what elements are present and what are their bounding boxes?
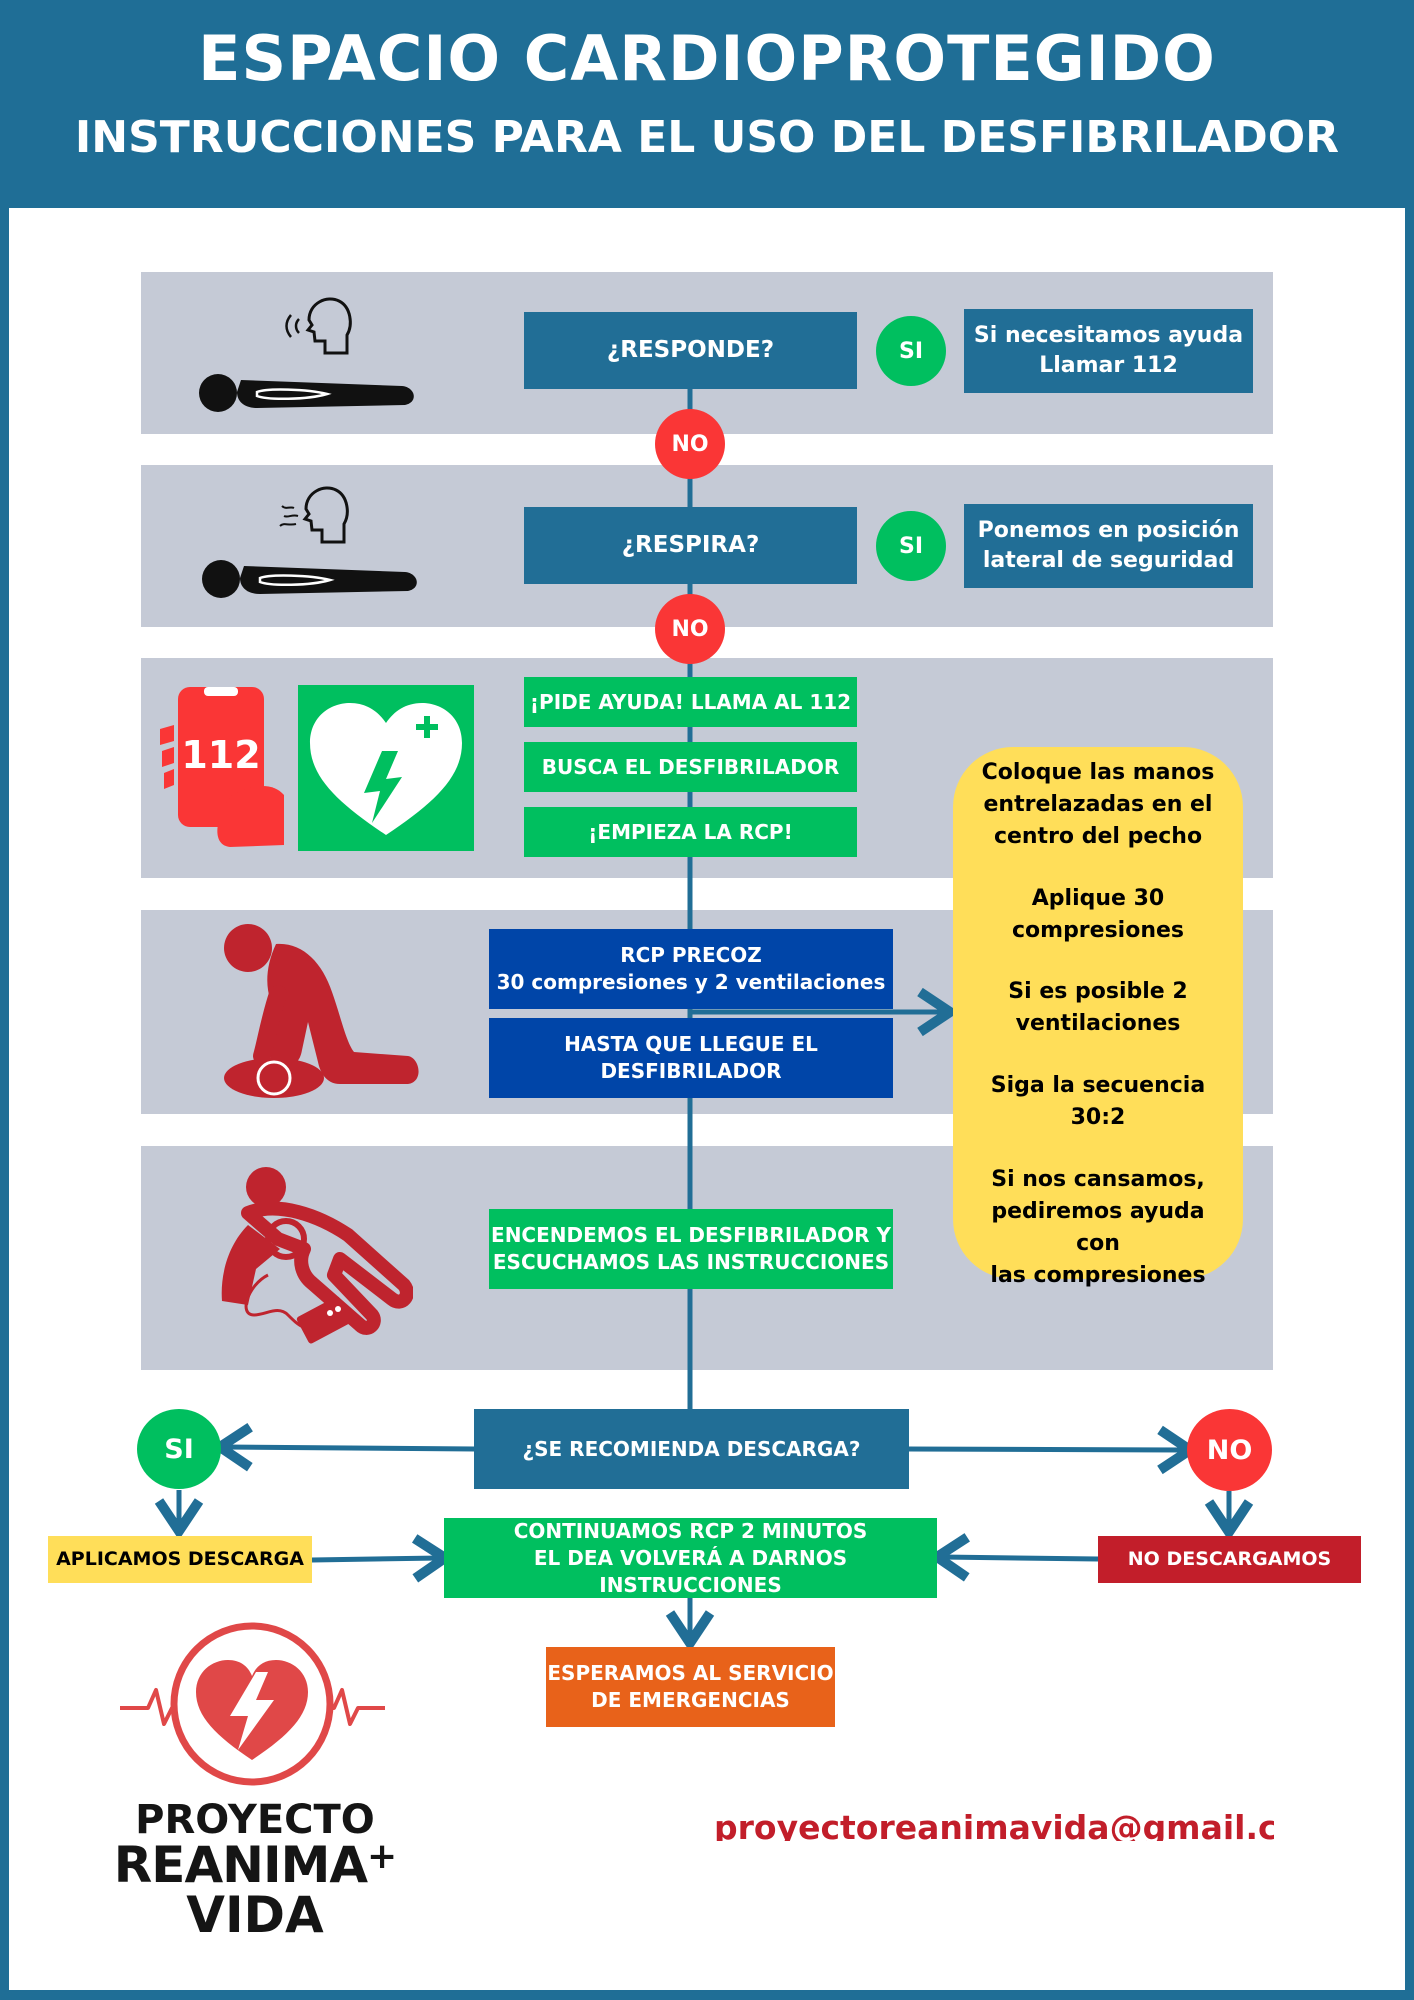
responde-si-line2: Llamar 112 [1039, 353, 1178, 378]
lying-person-icon [199, 374, 414, 412]
arrow-to-si [210, 1423, 476, 1472]
respira-si-box: Ponemos en posición lateral de seguridad [964, 504, 1253, 588]
descarga-no-circle: NO [1187, 1409, 1272, 1491]
tip-hands: Coloque las manos entrelazadas en el cen… [981, 760, 1215, 849]
respira-no-circle: NO [655, 594, 725, 664]
tip-sequence: Siga la secuencia 30:2 [990, 1073, 1206, 1131]
arrow-aplicamos [311, 1534, 455, 1583]
respira-si-line2: lateral de seguridad [982, 548, 1235, 573]
defibrillator-use-icon [221, 1167, 413, 1344]
tip-compressions: Aplique 30 compresiones [1011, 885, 1185, 943]
phone-number: 112 [181, 733, 261, 777]
phone-shape-icon [160, 687, 284, 847]
lying-person-icon-2 [202, 560, 417, 598]
tip-ventilations: Si es posible 2 ventilaciones [1008, 979, 1188, 1037]
logo-line-proyecto: PROYECTO [135, 1797, 375, 1843]
respira-box: ¿RESPIRA? [524, 507, 857, 584]
esperamos-line2: DE EMERGENCIAS [591, 1688, 790, 1712]
cpr-person-icon [224, 924, 419, 1098]
respira-si-circle: SI [876, 511, 946, 581]
rcp-box: RCP PRECOZ 30 compresiones y 2 ventilaci… [489, 929, 893, 1009]
responde-no-circle: NO [655, 409, 725, 479]
logo-line-reanima: REANIMA+ [100, 1836, 410, 1894]
heart-bolt-logo-icon [120, 1622, 385, 1786]
respira-si-line1: Ponemos en posición [977, 518, 1240, 544]
page-title: ESPACIO CARDIOPROTEGIDO [198, 22, 1216, 95]
continuamos-line2: EL DEA VOLVERÁ A DARNOS INSTRUCCIONES [533, 1545, 848, 1597]
hasta-line2: DESFIBRILADOR [600, 1059, 782, 1083]
aplicamos-box: APLICAMOS DESCARGA [48, 1536, 312, 1583]
responde-si-line1: Si necesitamos ayuda [973, 323, 1244, 349]
no-descargamos-box: NO DESCARGAMOS [1098, 1536, 1361, 1583]
hasta-line1: HASTA QUE LLEGUE EL [564, 1032, 818, 1056]
responde-box: ¿RESPONDE? [524, 312, 857, 389]
enciende-line2: ESCUCHAMOS LAS INSTRUCCIONES [492, 1250, 890, 1274]
pide-ayuda-box: ¡PIDE AYUDA! LLAMA AL 112 [524, 677, 857, 727]
continuamos-box: CONTINUAMOS RCP 2 MINUTOS EL DEA VOLVERÁ… [444, 1518, 937, 1598]
aed-heart-icon [298, 685, 474, 851]
empieza-box: ¡EMPIEZA LA RCP! [524, 807, 857, 857]
logo-line-vida: VIDA [186, 1886, 324, 1944]
logo-reanima: REANIMA [113, 1836, 368, 1894]
breathing-head-icon [279, 486, 349, 544]
enciende-box: ENCENDEMOS EL DESFIBRILADOR Y ESCUCHAMOS… [489, 1209, 893, 1289]
esperamos-box: ESPERAMOS AL SERVICIO DE EMERGENCIAS [546, 1647, 835, 1727]
contact-email[interactable]: proyectoreanimavida@gmail.com [714, 1808, 1274, 1841]
hasta-box: HASTA QUE LLEGUE EL DESFIBRILADOR [489, 1018, 893, 1098]
arrow-to-no [907, 1425, 1200, 1475]
logo-plus: + [367, 1836, 397, 1877]
arrow-nodescargamos [927, 1533, 1099, 1582]
tips-box: Coloque las manos entrelazadas en el cen… [953, 747, 1243, 1288]
rcp-line2: 30 compresiones y 2 ventilaciones [496, 970, 886, 994]
page-subtitle: INSTRUCCIONES PARA EL USO DEL DESFIBRILA… [74, 112, 1340, 163]
responde-si-circle: SI [876, 316, 946, 386]
responde-si-box: Si necesitamos ayuda Llamar 112 [964, 309, 1253, 393]
tip-tired: Si nos cansamos, pediremos ayuda con las… [990, 1167, 1206, 1288]
continuamos-line1: CONTINUAMOS RCP 2 MINUTOS [513, 1518, 868, 1543]
phone-112-icon: 112 [160, 685, 288, 851]
descarga-question-box: ¿SE RECOMIENDA DESCARGA? [474, 1409, 909, 1489]
speaking-head-icon [285, 297, 352, 355]
busca-box: BUSCA EL DESFIBRILADOR [524, 742, 857, 792]
rcp-line1: RCP PRECOZ [620, 943, 762, 967]
descarga-si-circle: SI [137, 1409, 221, 1489]
esperamos-line1: ESPERAMOS AL SERVICIO [547, 1661, 834, 1685]
enciende-line1: ENCENDEMOS EL DESFIBRILADOR Y [491, 1223, 891, 1247]
